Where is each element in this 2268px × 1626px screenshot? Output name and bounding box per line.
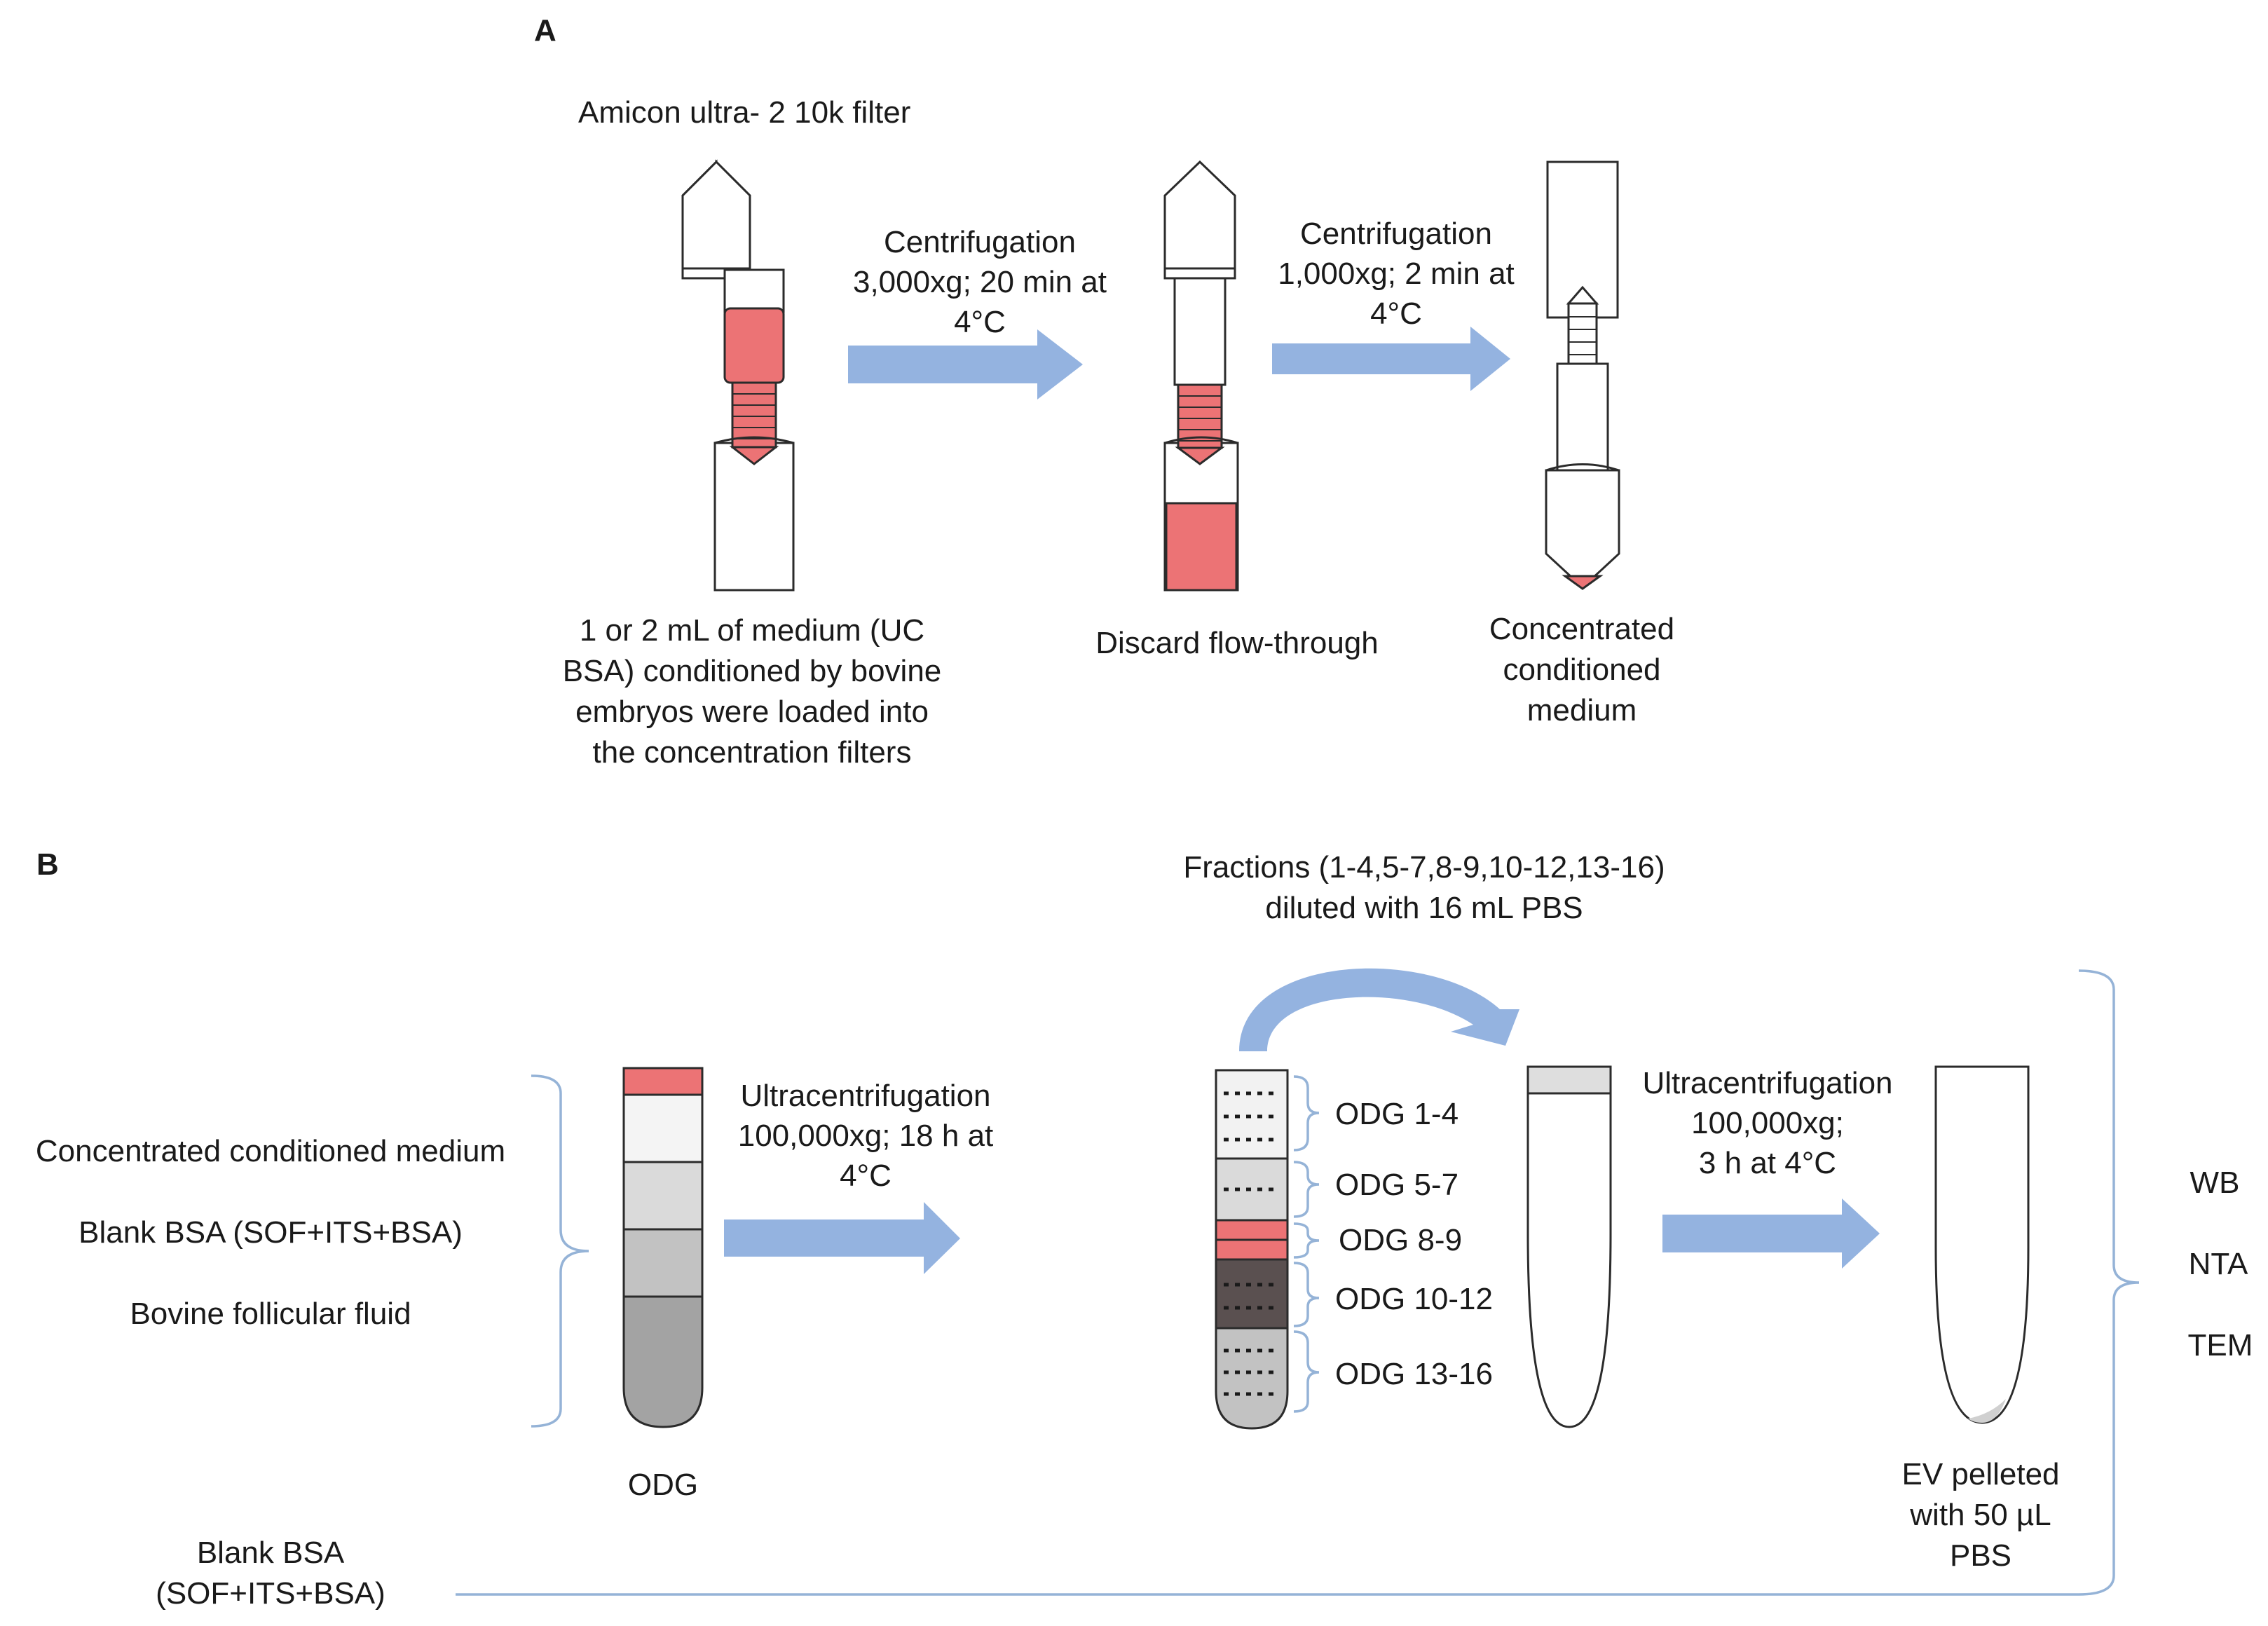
pellet-caption-1: EV pelleted bbox=[1901, 1457, 2059, 1491]
caption-concentrated-2: conditioned bbox=[1503, 653, 1660, 687]
filter-title: Amicon ultra- 2 10k filter bbox=[578, 95, 910, 130]
step1-line1: Centrifugation bbox=[884, 225, 1076, 259]
caption-load-4: the concentration filters bbox=[593, 735, 912, 770]
panel-a-label: A bbox=[534, 13, 556, 48]
ultra1-line2: 100,000xg; 18 h at bbox=[738, 1119, 994, 1153]
fraction-label-8-9: ODG 8-9 bbox=[1339, 1223, 1462, 1257]
fraction-label-10-12: ODG 10-12 bbox=[1335, 1282, 1493, 1316]
diluted-fraction-tube bbox=[1526, 1065, 1612, 1428]
blank-bsa-1: Blank BSA bbox=[197, 1536, 345, 1570]
ultra2-line2: 100,000xg; bbox=[1691, 1106, 1844, 1140]
arrow-centrifugation-2 bbox=[1272, 327, 1510, 391]
blank-bsa-2: (SOF+ITS+BSA) bbox=[156, 1576, 385, 1611]
filter-thread-lines-2 bbox=[1178, 395, 1222, 442]
fraction-label-1-4: ODG 1-4 bbox=[1335, 1097, 1459, 1131]
ev-pellet bbox=[1968, 1399, 2006, 1423]
ultra1-line3: 4°C bbox=[840, 1159, 892, 1193]
step2-line1: Centrifugation bbox=[1300, 217, 1492, 251]
sample-follicular-fluid: Bovine follicular fluid bbox=[130, 1297, 411, 1331]
filter-device-loaded bbox=[681, 159, 795, 592]
ultra1-line1: Ultracentrifugation bbox=[740, 1079, 990, 1113]
step1-line2: 3,000xg; 20 min at bbox=[853, 265, 1107, 299]
analysis-tem: TEM bbox=[2188, 1328, 2253, 1362]
pellet-caption-2: with 50 µL bbox=[1909, 1498, 2051, 1532]
fractions-note-1: Fractions (1-4,5-7,8-9,10-12,13-16) bbox=[1183, 850, 1665, 884]
fractions-note-2: diluted with 16 mL PBS bbox=[1265, 891, 1583, 925]
arrow-ultracentrifugation-1 bbox=[724, 1202, 960, 1274]
pellet-caption-3: PBS bbox=[1950, 1538, 2011, 1573]
step2-line2: 1,000xg; 2 min at bbox=[1278, 257, 1515, 291]
step2-line3: 4°C bbox=[1370, 296, 1422, 331]
caption-load-2: BSA) conditioned by bovine bbox=[563, 654, 942, 688]
sample-concentrated-medium: Concentrated conditioned medium bbox=[36, 1134, 505, 1168]
filter-device-inverted bbox=[1545, 160, 1620, 590]
filter-device-spun bbox=[1163, 160, 1239, 592]
fraction-label-13-16: ODG 13-16 bbox=[1335, 1357, 1493, 1391]
analysis-wb: WB bbox=[2190, 1166, 2240, 1200]
pellet-tube bbox=[1934, 1065, 2030, 1424]
ultra2-line1: Ultracentrifugation bbox=[1642, 1066, 1892, 1100]
step1-line3: 4°C bbox=[954, 305, 1006, 339]
caption-load-1: 1 or 2 mL of medium (UC bbox=[580, 613, 924, 648]
fraction-brackets bbox=[1293, 1075, 1320, 1413]
odg-label: ODG bbox=[628, 1468, 698, 1502]
ultra2-line3: 3 h at 4°C bbox=[1699, 1146, 1836, 1180]
analysis-nta: NTA bbox=[2189, 1247, 2248, 1281]
caption-concentrated-3: medium bbox=[1527, 693, 1637, 727]
analysis-bracket bbox=[2078, 969, 2140, 1596]
sample-bracket bbox=[531, 1074, 589, 1428]
fraction-tube bbox=[1215, 1069, 1289, 1430]
arrow-centrifugation-1 bbox=[848, 329, 1083, 399]
caption-concentrated-1: Concentrated bbox=[1489, 612, 1674, 646]
sample-blank-bsa: Blank BSA (SOF+ITS+BSA) bbox=[78, 1215, 463, 1250]
caption-load-3: embryos were loaded into bbox=[575, 695, 929, 729]
caption-discard: Discard flow-through bbox=[1095, 626, 1379, 660]
panel-b-label: B bbox=[36, 847, 59, 882]
curved-transfer-arrow bbox=[1239, 968, 1519, 1051]
arrow-ultracentrifugation-2 bbox=[1662, 1198, 1880, 1269]
fraction-label-5-7: ODG 5-7 bbox=[1335, 1168, 1459, 1202]
odg-gradient-tube bbox=[622, 1067, 704, 1428]
